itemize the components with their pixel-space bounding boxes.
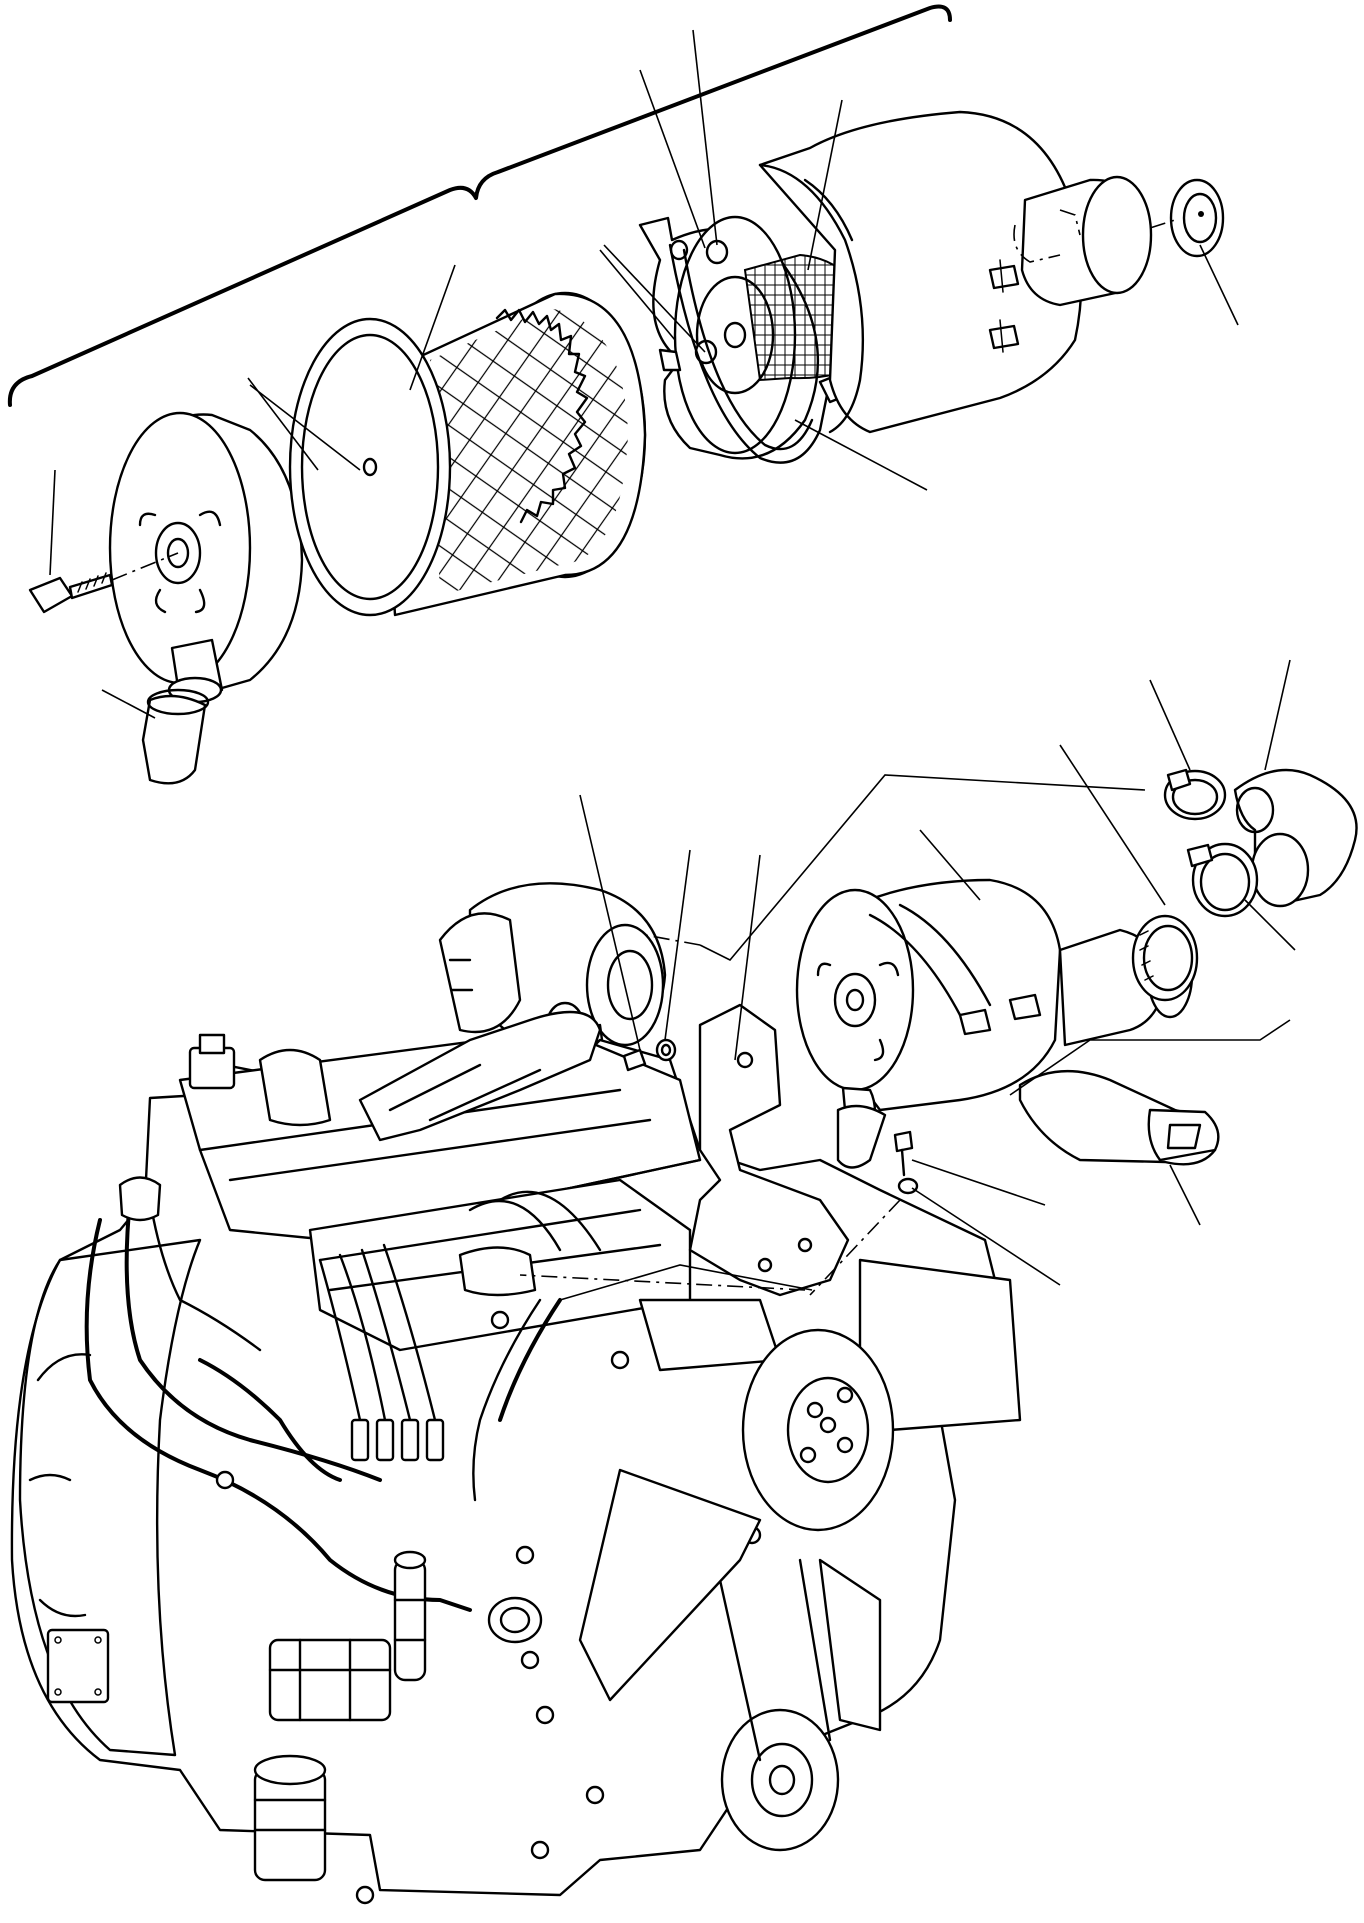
callout-leader [1169,1164,1201,1226]
callout-dash-leaders [519,934,901,1296]
outer-filter-element [288,291,647,617]
hose-clamp-middle [1186,842,1259,918]
wing-bolt [28,572,114,614]
callout-leader [919,829,981,901]
air-cleaner-exploded-view [7,4,1225,785]
dust-ejector-valve [141,638,224,785]
oil-filler-cap [487,1596,543,1644]
callout-leader [911,1187,1061,1286]
callout-leader [1244,899,1296,951]
callout-leader [699,774,1146,961]
group-bracket [7,4,952,407]
callout-leader [599,249,676,341]
rain-cap [1169,178,1225,258]
callout-leader [559,1264,813,1301]
injector-pipes [318,1190,602,1462]
callout-leader [409,264,456,391]
callout-leader [734,854,761,1061]
callout-leaders [49,29,1296,1301]
intake-duct [1018,1070,1220,1166]
cooling-fan [578,1258,1022,1732]
injection-pump [268,1550,427,1722]
wire-harness [84,1176,562,1612]
callout-leader [49,469,56,576]
bracket-bolt [622,1038,677,1072]
callout-leader [249,384,361,471]
callout-leader [1149,679,1191,771]
callout-leader [579,794,641,1051]
callout-leader [1264,659,1291,771]
air-cleaner-housing [758,110,1083,434]
callout-leader [603,244,706,353]
callout-leader [101,689,156,719]
callout-leader [664,849,691,1041]
callout-leader [911,1159,1046,1206]
air-cleaner-installed [795,878,1194,1169]
air-cleaner-mounting-bracket [688,1003,850,1297]
callout-leader [692,29,718,246]
air-cleaner-bolt [893,1130,919,1195]
callout-leader [807,99,843,271]
air-cleaner-end-cover [108,411,304,693]
fuel-filter [253,1754,327,1882]
callout-leader [639,69,706,249]
elbow-hose [1233,768,1358,908]
callout-leader [794,419,928,491]
callout-leader [1199,244,1239,326]
outlet-pipe [1013,175,1153,307]
crankshaft-pulley [718,1558,840,1852]
engine-assembly [10,768,1358,1905]
callout-leader [1059,744,1166,906]
hose-clamp-lower [1131,914,1199,1002]
hose-clamp-upper [1163,768,1227,821]
callout-leader [1009,1019,1291,1096]
